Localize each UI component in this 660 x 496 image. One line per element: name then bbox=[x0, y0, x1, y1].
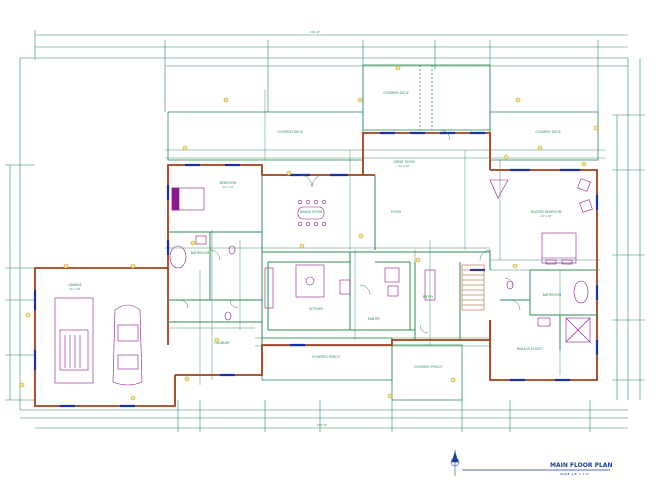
room-label-garage: GARAGE bbox=[68, 283, 81, 287]
room-size-bedroom-left: 12' x 14' bbox=[222, 185, 233, 189]
room-label-pantry: PANTRY bbox=[368, 317, 380, 321]
room-size-master-bedroom: 18' x 18' bbox=[540, 214, 551, 218]
plan-title: MAIN FLOOR PLAN bbox=[550, 462, 612, 469]
doors bbox=[179, 129, 521, 334]
room-label-covered-deck-right: COVERED DECK bbox=[535, 130, 561, 134]
room-label-laundry: LAUNDRY bbox=[214, 341, 229, 345]
room-label-great-room: GREAT ROOM bbox=[393, 160, 415, 164]
room-labels: BEDROOM 12' x 14' DINING ROOM GREAT ROOM… bbox=[68, 91, 561, 369]
dimension-overall-top: 106'-8" bbox=[310, 30, 321, 34]
stairs bbox=[461, 264, 485, 311]
room-label-entry: ENTRY bbox=[423, 295, 433, 299]
dimension-lines bbox=[5, 30, 645, 432]
room-label-covered-porch-right: COVERED PORCH bbox=[414, 365, 442, 369]
room-size-great-room: 20' x 20' bbox=[398, 164, 409, 168]
room-label-kitchen: KITCHEN bbox=[309, 307, 323, 311]
room-label-covered-deck-left: COVERED DECK bbox=[277, 130, 303, 134]
dimension-labels: 106'-8" 106'-8" bbox=[310, 30, 328, 427]
exterior-walls bbox=[34, 132, 598, 407]
room-label-dining-room: DINING ROOM bbox=[300, 210, 323, 214]
fixtures bbox=[54, 178, 593, 386]
room-label-foyer: FOYER bbox=[391, 210, 402, 214]
room-label-master-bedroom: MASTER BEDROOM bbox=[531, 210, 562, 214]
plan-scale: SCALE: 1/4" = 1'-0" bbox=[560, 472, 590, 476]
dimension-overall-bottom: 106'-8" bbox=[317, 423, 328, 427]
room-size-garage: 24' x 28' bbox=[69, 287, 80, 291]
outlets bbox=[19, 65, 599, 401]
room-label-covered-porch: COVERED PORCH bbox=[312, 355, 340, 359]
north-arrow bbox=[450, 450, 460, 476]
interior-walls bbox=[168, 175, 597, 350]
room-label-bedroom-left: BEDROOM bbox=[220, 181, 237, 185]
interior-dimension-lines bbox=[165, 90, 605, 385]
windows bbox=[33, 131, 599, 408]
room-label-bathroom-left: BATHROOM bbox=[191, 251, 210, 255]
room-label-covered-deck-top: COVERED DECK bbox=[383, 91, 409, 95]
room-label-master-bath: BATHROOM bbox=[543, 293, 562, 297]
room-label-walk-in-closet: WALK-IN CLOSET bbox=[517, 347, 544, 351]
